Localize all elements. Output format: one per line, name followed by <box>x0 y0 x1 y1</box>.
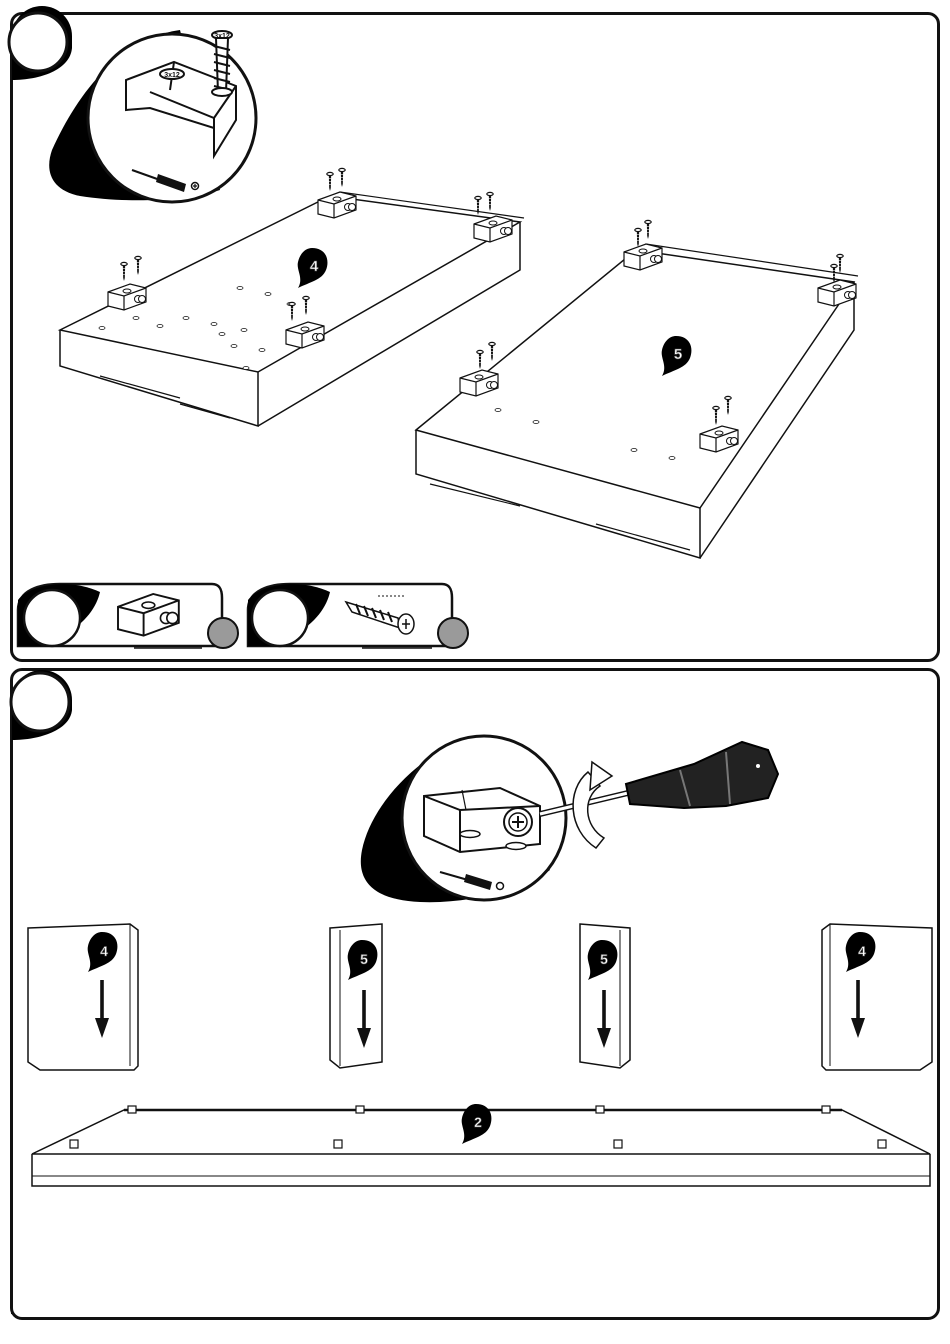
side-panel-5-right: 5 <box>580 924 630 1068</box>
step-badge-top <box>9 6 72 80</box>
svg-text:4: 4 <box>310 258 319 275</box>
side-label-2: 5 <box>360 951 368 967</box>
part-card-screw <box>248 584 468 648</box>
callout-tighten-cam <box>361 736 566 902</box>
side-label-1: 4 <box>100 943 108 959</box>
rotate-arrow-icon <box>573 762 612 848</box>
housing-marking: 3x12 <box>164 72 180 79</box>
panel-5-board: 5 <box>416 220 858 558</box>
callout-screw-into-housing: 3x12 3x12 <box>49 30 256 202</box>
svg-text:5: 5 <box>674 346 682 363</box>
part-card-housing <box>18 584 238 648</box>
base-panel-2: 2 <box>32 1104 930 1186</box>
side-panel-4-left: 4 <box>28 924 138 1070</box>
screwdriver-large-icon <box>540 742 778 848</box>
side-label-3: 5 <box>600 951 608 967</box>
panel-4-board: 4 <box>60 168 524 426</box>
side-panel-4-right: 4 <box>822 924 932 1070</box>
base-label: 2 <box>474 1114 482 1130</box>
side-panel-5-left: 5 <box>330 924 382 1068</box>
side-label-4: 4 <box>858 943 866 959</box>
